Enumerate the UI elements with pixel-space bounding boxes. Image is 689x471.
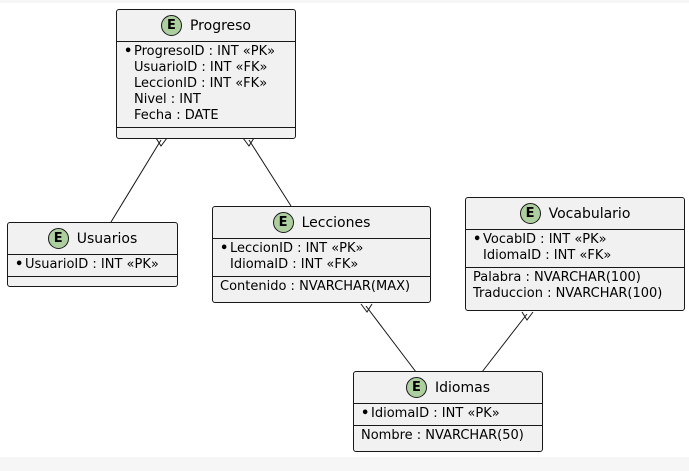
attribute-text: Traduccion : NVARCHAR(100) (473, 286, 663, 301)
field-text: VocabID : INT «PK» (483, 232, 607, 247)
entity-title: Lecciones (301, 214, 371, 231)
entity-vocabulario[interactable]: E Vocabulario •VocabID : INT «PK» Idioma… (465, 197, 685, 311)
attribute-section: Nombre : NVARCHAR(50) (354, 426, 542, 447)
entity-header: E Progreso (117, 10, 295, 42)
attribute-text: Palabra : NVARCHAR(100) (473, 270, 641, 285)
relation-lecciones-idiomas (360, 303, 417, 373)
key-fields: •UsuarioID : INT «PK» (8, 255, 177, 277)
attribute-text: Contenido : NVARCHAR(MAX) (220, 279, 411, 294)
field-text: LeccionID : INT «FK» (134, 76, 268, 91)
entity-icon: E (519, 203, 541, 224)
attribute-section (117, 128, 295, 134)
key-fields: •ProgresoID : INT «PK» UsuarioID : INT «… (117, 42, 295, 128)
field-marker: • (473, 232, 482, 247)
entity-progreso[interactable]: E Progreso •ProgresoID : INT «PK» Usuari… (116, 9, 296, 139)
key-fields: •LeccionID : INT «PK» IdiomaID : INT «FK… (213, 239, 430, 277)
field-row: UsuarioID : INT «FK» (124, 60, 295, 76)
key-fields: •VocabID : INT «PK» IdiomaID : INT «FK» (466, 230, 684, 268)
field-row: LeccionID : INT «FK» (124, 76, 295, 92)
field-text: UsuarioID : INT «FK» (134, 60, 268, 75)
field-text: IdiomaID : INT «FK» (483, 248, 612, 263)
field-row: •ProgresoID : INT «PK» (124, 44, 295, 60)
entity-header: E Usuarios (8, 223, 177, 255)
entity-title: Usuarios (76, 230, 138, 247)
field-marker: • (124, 44, 133, 59)
key-fields: •IdiomaID : INT «PK» (354, 404, 542, 426)
canvas-bottom-band (0, 457, 689, 471)
attribute-section (8, 277, 177, 283)
field-row: Nivel : INT (124, 92, 295, 108)
field-text: Fecha : DATE (134, 108, 219, 123)
entity-idiomas[interactable]: E Idiomas •IdiomaID : INT «PK» Nombre : … (353, 371, 543, 452)
attribute-section: Palabra : NVARCHAR(100) Traduccion : NVA… (466, 268, 684, 305)
field-row: Fecha : DATE (124, 108, 295, 124)
attribute-section: Contenido : NVARCHAR(MAX) (213, 277, 430, 298)
field-row: IdiomaID : INT «FK» (220, 257, 430, 273)
relation-vocabulario-idiomas (481, 311, 534, 373)
attribute-row: Palabra : NVARCHAR(100) (473, 270, 684, 286)
entity-lecciones[interactable]: E Lecciones •LeccionID : INT «PK» Idioma… (212, 206, 431, 303)
entity-title: Progreso (189, 17, 252, 34)
field-row: •UsuarioID : INT «PK» (15, 257, 177, 273)
field-row: •LeccionID : INT «PK» (220, 241, 430, 257)
entity-header: E Vocabulario (466, 198, 684, 230)
canvas-top-band (0, 0, 689, 3)
attribute-text: Nombre : NVARCHAR(50) (361, 428, 524, 443)
field-marker: • (15, 257, 24, 272)
field-row: •VocabID : INT «PK» (473, 232, 684, 248)
entity-title: Idiomas (435, 379, 490, 396)
field-marker: • (220, 241, 229, 256)
entity-header: E Lecciones (213, 207, 430, 239)
entity-icon: E (47, 228, 69, 249)
field-text: UsuarioID : INT «PK» (25, 257, 159, 272)
field-text: IdiomaID : INT «PK» (371, 406, 500, 421)
field-row: IdiomaID : INT «FK» (473, 248, 684, 264)
field-text: LeccionID : INT «PK» (230, 241, 364, 256)
field-row: •IdiomaID : INT «PK» (361, 406, 542, 422)
field-marker: • (361, 406, 370, 421)
entity-usuarios[interactable]: E Usuarios •UsuarioID : INT «PK» (7, 222, 178, 287)
relation-progreso-usuarios (110, 137, 168, 223)
attribute-row: Traduccion : NVARCHAR(100) (473, 286, 684, 302)
entity-icon: E (160, 15, 182, 36)
relation-progreso-lecciones (242, 137, 292, 207)
field-text: ProgresoID : INT «PK» (134, 44, 276, 59)
entity-header: E Idiomas (354, 372, 542, 404)
attribute-row: Nombre : NVARCHAR(50) (361, 428, 542, 444)
field-text: Nivel : INT (134, 92, 201, 107)
entity-title: Vocabulario (548, 205, 631, 222)
entity-icon: E (406, 377, 427, 398)
attribute-row: Contenido : NVARCHAR(MAX) (220, 279, 430, 295)
entity-icon: E (272, 212, 294, 233)
field-text: IdiomaID : INT «FK» (230, 257, 359, 272)
